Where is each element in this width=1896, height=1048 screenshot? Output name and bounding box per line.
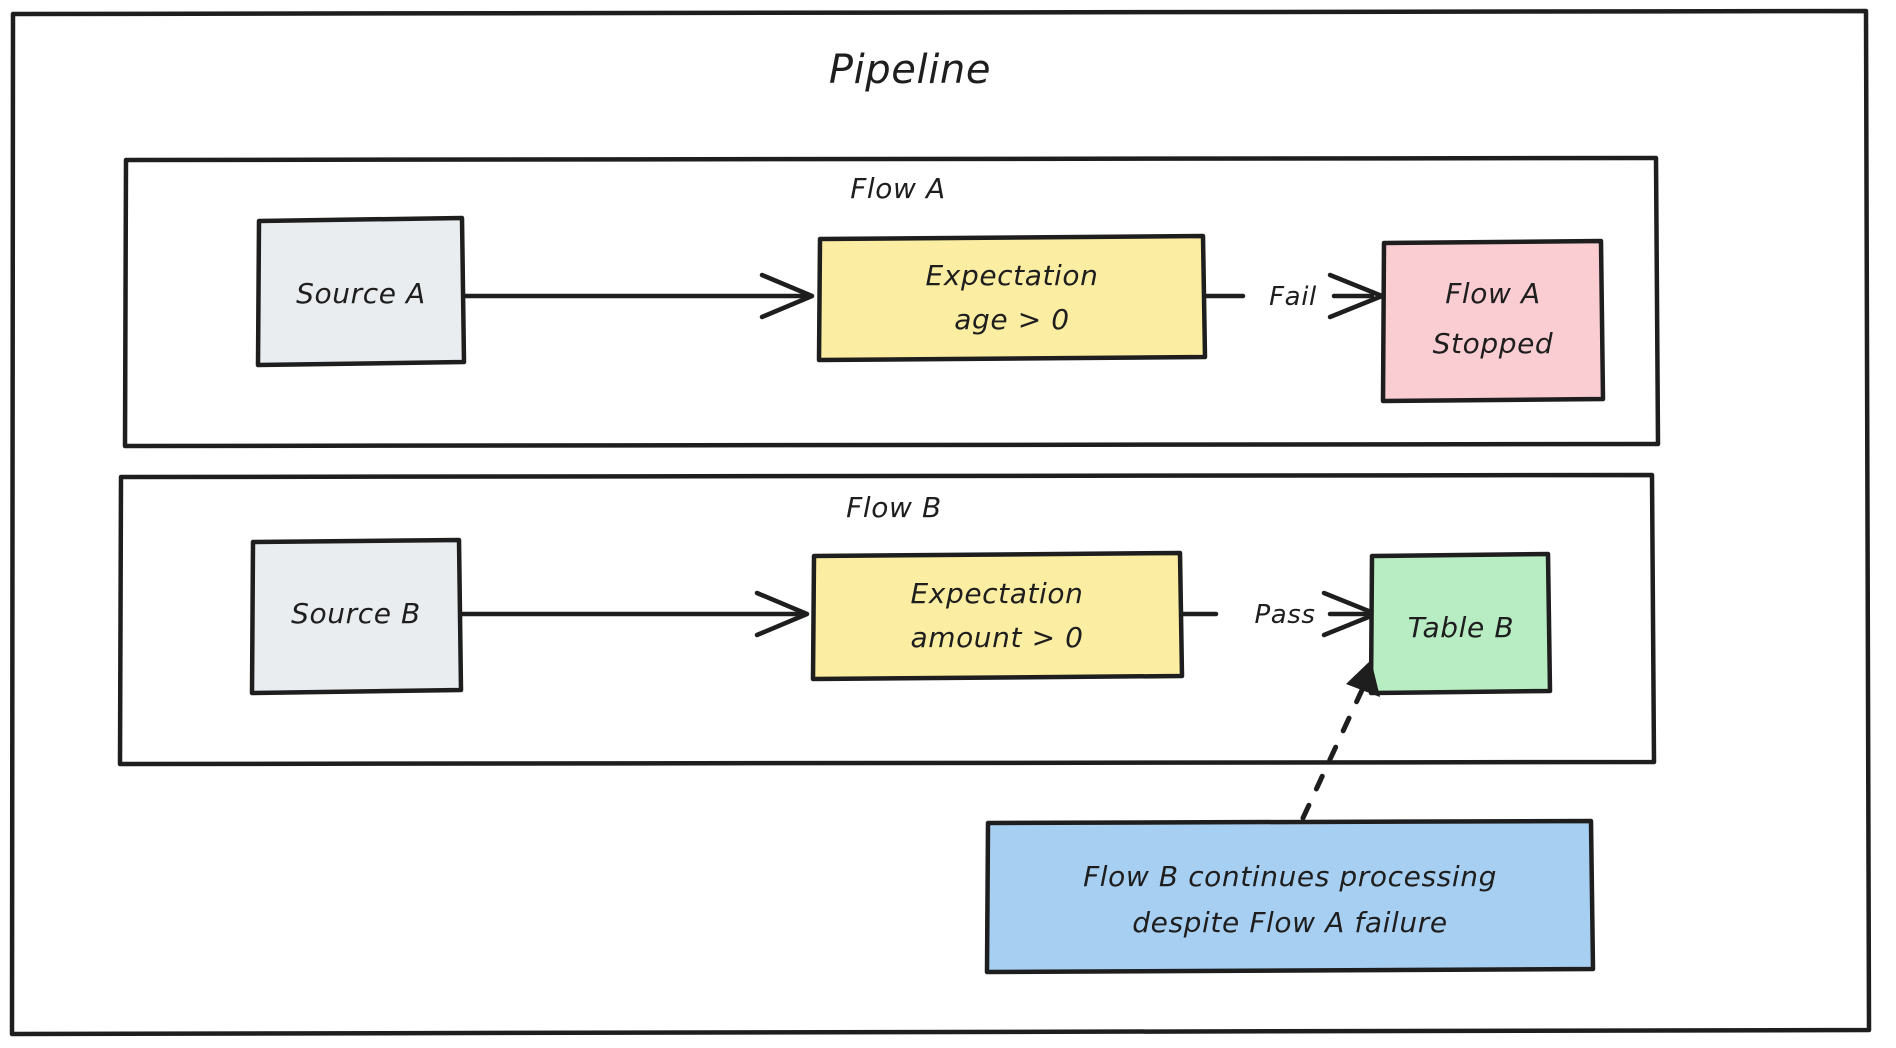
flow-a-label: Flow A: [850, 172, 946, 205]
arrowhead-source-a-to-expectation-a: [759, 272, 815, 320]
edge-label-pass: Pass: [1254, 600, 1315, 630]
node-table-b-label: Table B: [1408, 611, 1514, 644]
edge-note-to-table-b: [1300, 674, 1371, 821]
node-expectation-a[interactable]: [816, 233, 1208, 363]
node-expectation-a-line2: age > 0: [954, 303, 1069, 336]
edge-label-fail: Fail: [1269, 282, 1317, 312]
pipeline-container: [9, 8, 1872, 1037]
flow-b-container: [117, 472, 1657, 767]
node-source-a[interactable]: [255, 215, 467, 368]
node-flow-a-stopped[interactable]: [1380, 238, 1606, 404]
node-flow-a-stopped-line2: Stopped: [1433, 327, 1554, 360]
node-expectation-b-line1: Expectation: [910, 577, 1083, 610]
node-source-b[interactable]: [249, 537, 464, 696]
node-annotation-note[interactable]: [984, 818, 1596, 975]
node-expectation-a-line1: Expectation: [925, 259, 1098, 292]
flow-a-container: [122, 155, 1661, 449]
node-expectation-b[interactable]: [810, 550, 1185, 682]
node-source-b-label: Source B: [291, 597, 421, 630]
arrowhead-source-b-to-expectation-b: [754, 590, 810, 638]
node-flow-a-stopped-line1: Flow A: [1445, 277, 1541, 310]
annotation-note-line1: Flow B continues processing: [1083, 860, 1497, 893]
node-table-b[interactable]: [1368, 551, 1553, 696]
node-source-a-label: Source A: [296, 277, 426, 310]
node-expectation-b-line2: amount > 0: [910, 621, 1083, 654]
flow-b-label: Flow B: [846, 491, 942, 524]
annotation-note-line2: despite Flow A failure: [1132, 906, 1447, 939]
page-title: Pipeline: [829, 47, 991, 93]
arrowhead-note-to-table-b: [1346, 660, 1380, 697]
